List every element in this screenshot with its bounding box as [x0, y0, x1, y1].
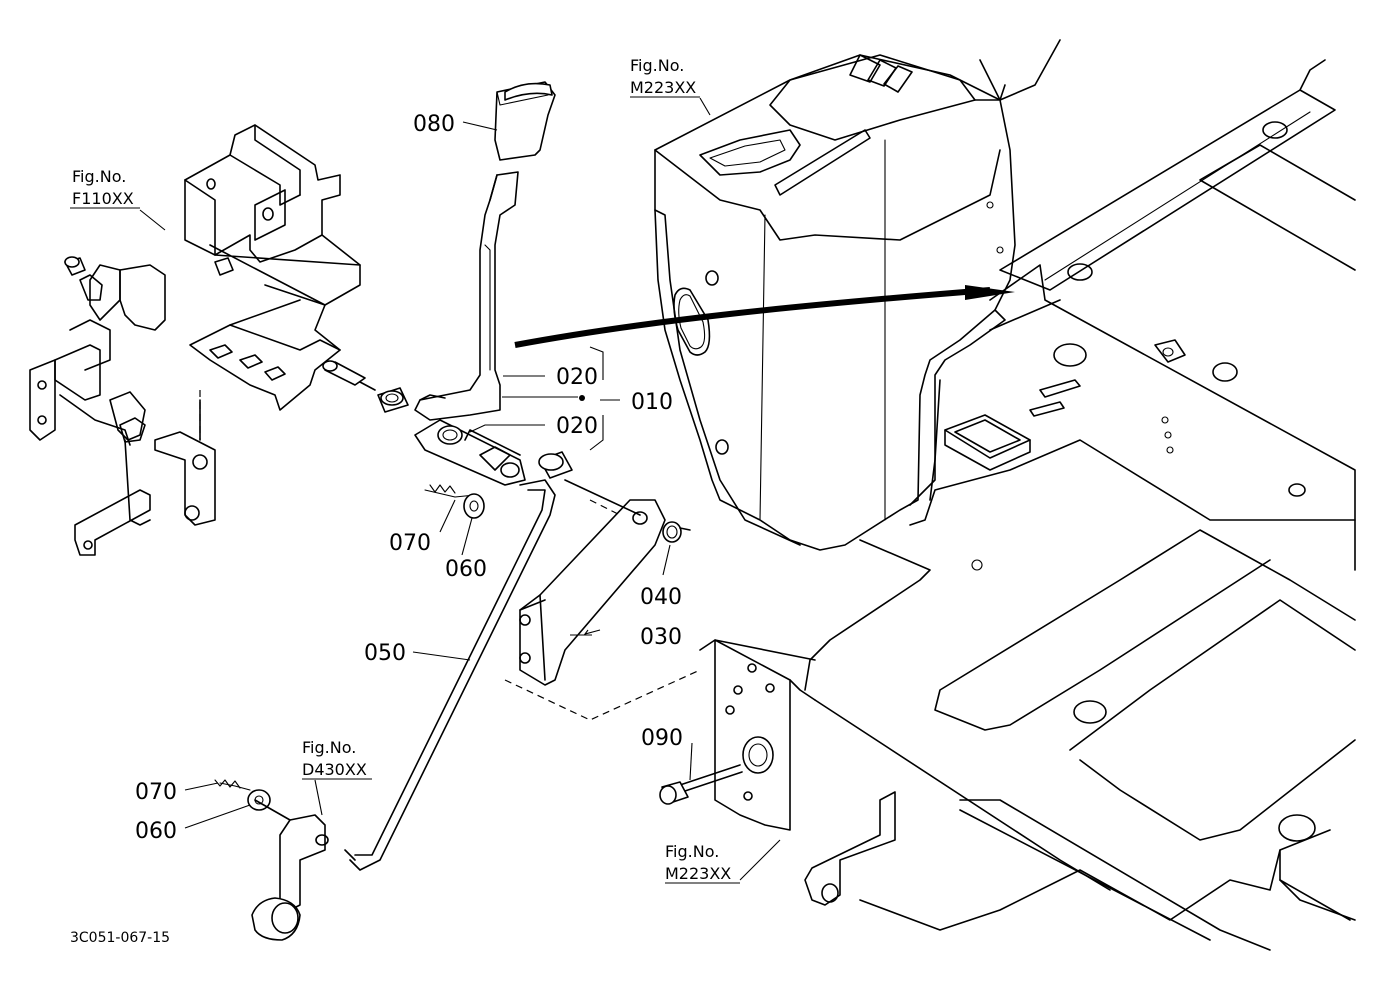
drawing-code: 3C051-067-15	[70, 930, 170, 946]
figref-m223-top-line1: Fig.No.	[630, 56, 684, 75]
cotter-pin-070-upper	[424, 484, 476, 498]
console-cover	[654, 39, 1061, 551]
label-030: 030	[640, 625, 682, 650]
lower-linkage	[214, 779, 329, 941]
label-050: 050	[364, 641, 406, 666]
label-020-lower: 020	[556, 414, 598, 439]
figref-d430-line2: D430XX	[302, 760, 367, 779]
figref-m223-bottom-line2: M223XX	[665, 864, 731, 883]
label-070-lower: 070	[135, 780, 177, 805]
label-060-lower: 060	[135, 819, 177, 844]
label-020-upper: 020	[556, 365, 598, 390]
leader-lines	[70, 96, 781, 884]
rod-050	[344, 479, 556, 871]
bushing-020-upper	[377, 387, 409, 413]
bolt-plate-090	[659, 639, 816, 831]
figref-m223-top-line2: M223XX	[630, 78, 696, 97]
label-040: 040	[640, 585, 682, 610]
bushing-020-lower	[538, 451, 573, 479]
arm-030	[519, 479, 666, 686]
figref-d430-line1: Fig.No.	[302, 738, 356, 757]
figref-f110-line1: Fig.No.	[72, 167, 126, 186]
floor-frame	[699, 59, 1356, 951]
front-lever	[804, 791, 896, 906]
figref-m223-bottom-line1: Fig.No.	[665, 842, 719, 861]
label-010: 010	[631, 390, 673, 415]
bracket-assembly	[29, 124, 361, 556]
label-090: 090	[641, 726, 683, 751]
label-080: 080	[413, 112, 455, 137]
lever-rod	[414, 171, 519, 421]
lever-pivot-tube	[414, 419, 526, 486]
lever-knob-080	[494, 81, 556, 161]
clip-040	[662, 521, 691, 543]
pivot-pin	[322, 360, 376, 391]
label-070-upper: 070	[389, 531, 431, 556]
label-060-upper: 060	[445, 557, 487, 582]
assembly-dot	[579, 395, 585, 401]
figref-f110-line2: F110XX	[72, 189, 134, 208]
washer-060-upper	[463, 493, 485, 519]
